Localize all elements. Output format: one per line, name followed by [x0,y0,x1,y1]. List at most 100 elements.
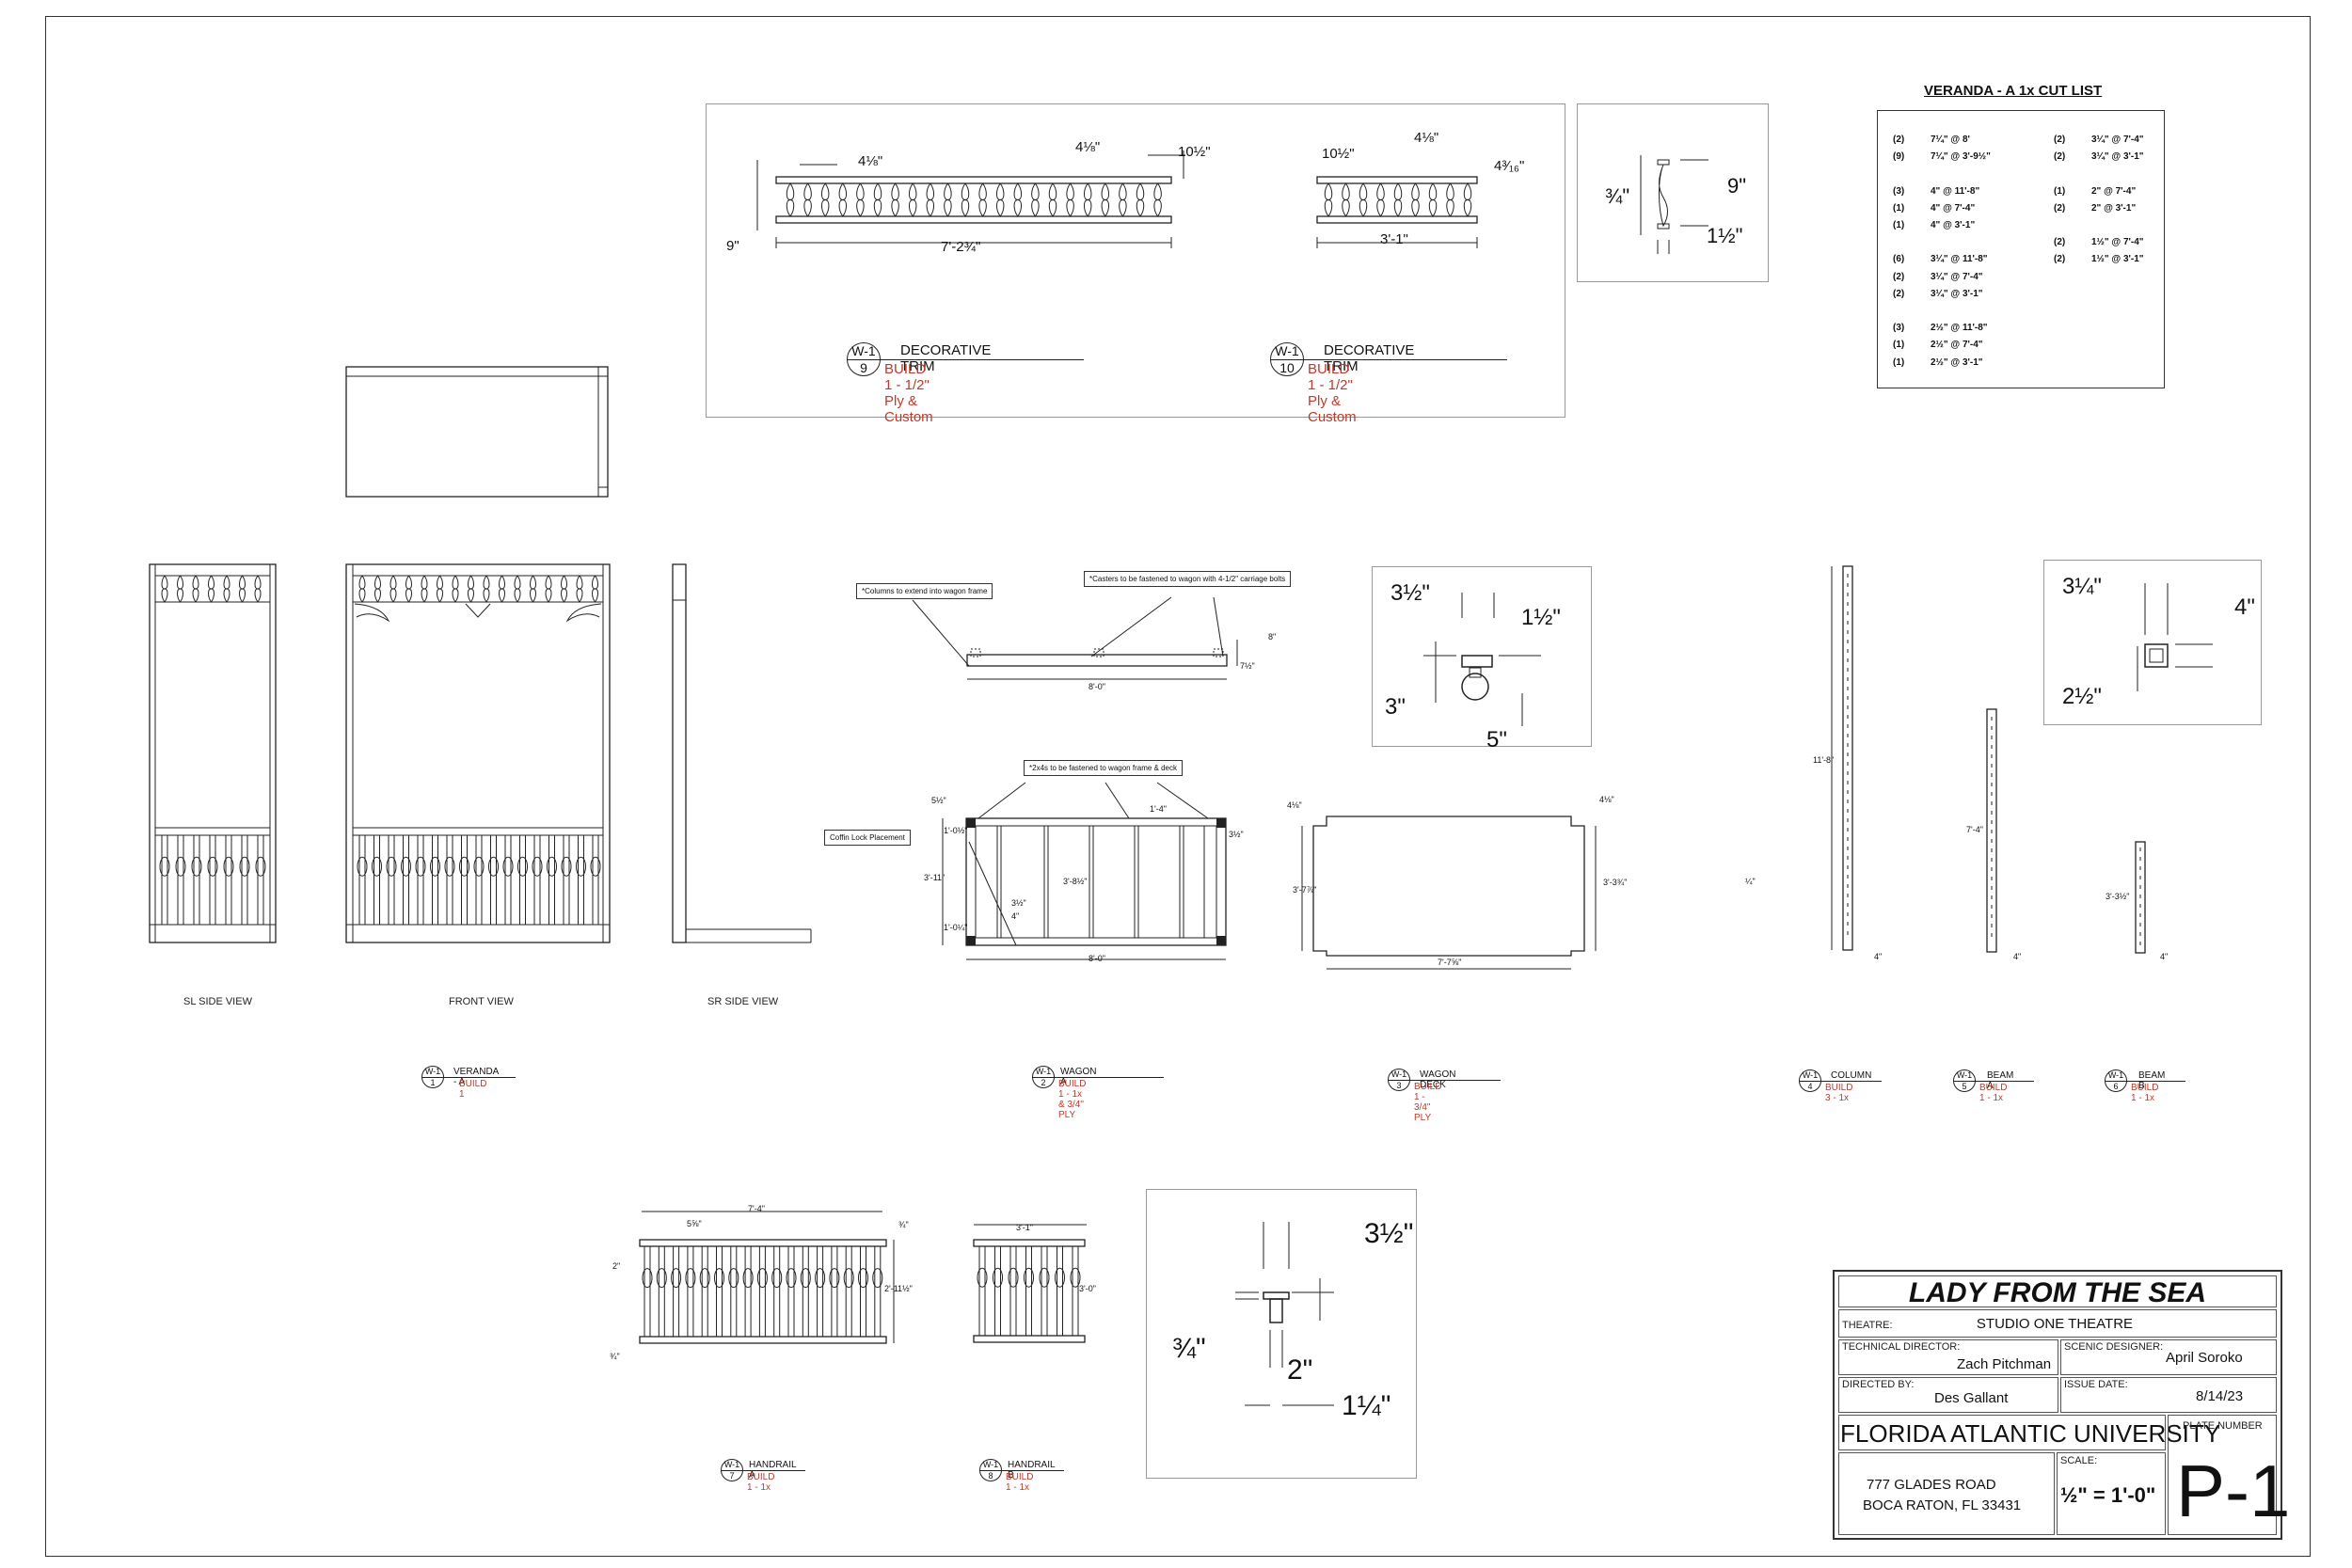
caster-dim-offset: 1½" [1521,605,1561,630]
handrail-a-dim-bottom: ¾" [610,1352,620,1361]
baluster-dim-width: 1½" [1707,224,1743,247]
decorative-trim-9-drawing [756,150,1185,248]
baluster-shape [1376,182,1385,217]
baluster-shape [389,575,397,603]
trim10-dim-spacing: 4⅛" [1414,130,1439,146]
spindle-shape [388,834,395,926]
bubble-detail-number: 10 [1279,360,1295,375]
callout-columns-wagon: *Columns to extend into wagon frame [856,583,993,599]
bubble-subtitle: BUILD 1 - 3/4" PLY [1414,1082,1442,1123]
cut-list-qty: (1) [1893,340,1905,351]
wagon-plan-dim-width: 8'-0" [1089,954,1105,963]
bubble-title: DECORATIVE TRIM [1324,342,1415,374]
wagon-elev-dim-h1: 8" [1268,632,1277,641]
spindle-bulb [159,856,170,877]
veranda-top-view [345,366,609,498]
director-name: Des Gallant [1934,1390,2009,1406]
baluster-shape [239,575,246,603]
cut-list-size: 3¼" @ 3'-1" [2091,151,2144,163]
column-dim-width: 4" [1874,952,1883,961]
theatre-name: STUDIO ONE THEATRE [1976,1316,2134,1332]
cut-list-qty: (2) [2054,237,2066,248]
cut-list-size: 3¼" @ 11'-8" [1931,254,1988,265]
baluster-shape [208,575,215,603]
bubble-subtitle: BUILD 3 - 1x [1825,1083,1853,1103]
university-name: FLORIDA ATLANTIC UNIVERSITY [1840,1419,2221,1448]
spindle-shape [701,1245,708,1338]
spindle-bulb [590,856,601,877]
caster-dim-width: 3½" [1391,580,1430,606]
spindle-bulb [532,856,543,877]
spindle-bulb [742,1268,754,1289]
baluster-shape [514,575,521,603]
baluster-shape [483,575,490,603]
trim9-dim-length: 7'-2¾" [941,239,981,255]
spindle-shape [257,834,264,926]
baluster-shape [838,182,848,217]
spindle-bulb [561,856,572,877]
handrail-a-dim-width: 7'-4" [748,1204,765,1213]
spindle-shape [475,834,483,926]
spindle-bulb [357,856,368,877]
spindle-shape [563,834,570,926]
baluster-shape [1153,182,1162,217]
spindle-shape [758,1245,766,1338]
spindle-shape [874,1245,882,1338]
spindle-bulb [771,1268,783,1289]
baluster-shape [1101,182,1110,217]
veranda-front-view [345,563,611,943]
spindle-bulb [386,856,397,877]
cut-list-qty: (2) [2054,151,2066,163]
spindle-shape [578,834,584,926]
deck-dim-right-notch: 4⅛" [1599,795,1614,804]
spindle-shape [533,834,541,926]
column-section-dim-depth: 4" [2234,594,2255,620]
veranda-sl-side-label: SL SIDE VIEW [183,996,252,1007]
spindle-shape [978,1245,986,1337]
bubble-sheet-ref: W-1 [982,1460,999,1469]
spindle-shape [1041,1245,1048,1337]
spindle-shape [432,834,438,926]
title-block-show-cell [1838,1275,2277,1307]
title-block-theatre-cell [1838,1309,2277,1338]
spindle-bulb [175,856,186,877]
wagon-plan-dim-d5: 1'-4" [1150,804,1167,814]
spindle-bulb [502,856,514,877]
cut-list-size: 4" @ 3'-1" [1931,220,1976,230]
cut-list-qty: (2) [2054,202,2066,214]
cut-list-title: VERANDA - A 1x CUT LIST [1924,83,2103,99]
wagon-plan-dim-height: 3'-11" [924,873,946,882]
trim9-dim-spacing: 4⅛" [858,153,883,169]
scale-value: ½" = 1'-0" [2060,1483,2156,1507]
theatre-label: THEATRE: [1842,1320,1893,1331]
spindle-shape [417,834,424,926]
spindle-bulb [685,1268,696,1289]
spindle-shape [687,1245,694,1338]
bubble-title: HANDRAIL A [749,1460,797,1481]
spindle-bulb [517,856,528,877]
address-line-1: 777 GLADES ROAD [1867,1477,1996,1493]
cut-list-qty: (9) [1893,151,1905,163]
bubble-sheet-ref: W-1 [723,1460,740,1469]
cut-list-qty: (2) [1893,288,1905,299]
bubble-title: DECORATIVE TRIM [900,342,992,374]
baluster-shape [561,575,567,603]
column-quarter-note: ¼" [1745,877,1756,886]
baluster-dim-height: 9" [1727,174,1747,198]
column-drawing [1831,565,1853,951]
baluster-shape [1393,182,1403,217]
spindle-bulb [1024,1267,1034,1288]
cut-list-qty: (2) [1893,135,1905,145]
bubble-title: WAGON A [1060,1067,1097,1087]
deck-dim-right-height: 3'-3¾" [1603,878,1628,887]
spindle-bulb [756,1268,768,1289]
baluster-shape [873,182,882,217]
baluster-shape [358,575,366,603]
spindle-shape [225,834,232,926]
beam-b-dim-width: 4" [2160,952,2169,961]
spindle-bulb [459,856,469,877]
baluster-shape [995,182,1005,217]
handrail-b-drawing [973,1224,1087,1343]
beam-b-dim-height: 3'-3½" [2106,892,2130,901]
wagon-elev-dim-h2: 7½" [1240,661,1255,671]
